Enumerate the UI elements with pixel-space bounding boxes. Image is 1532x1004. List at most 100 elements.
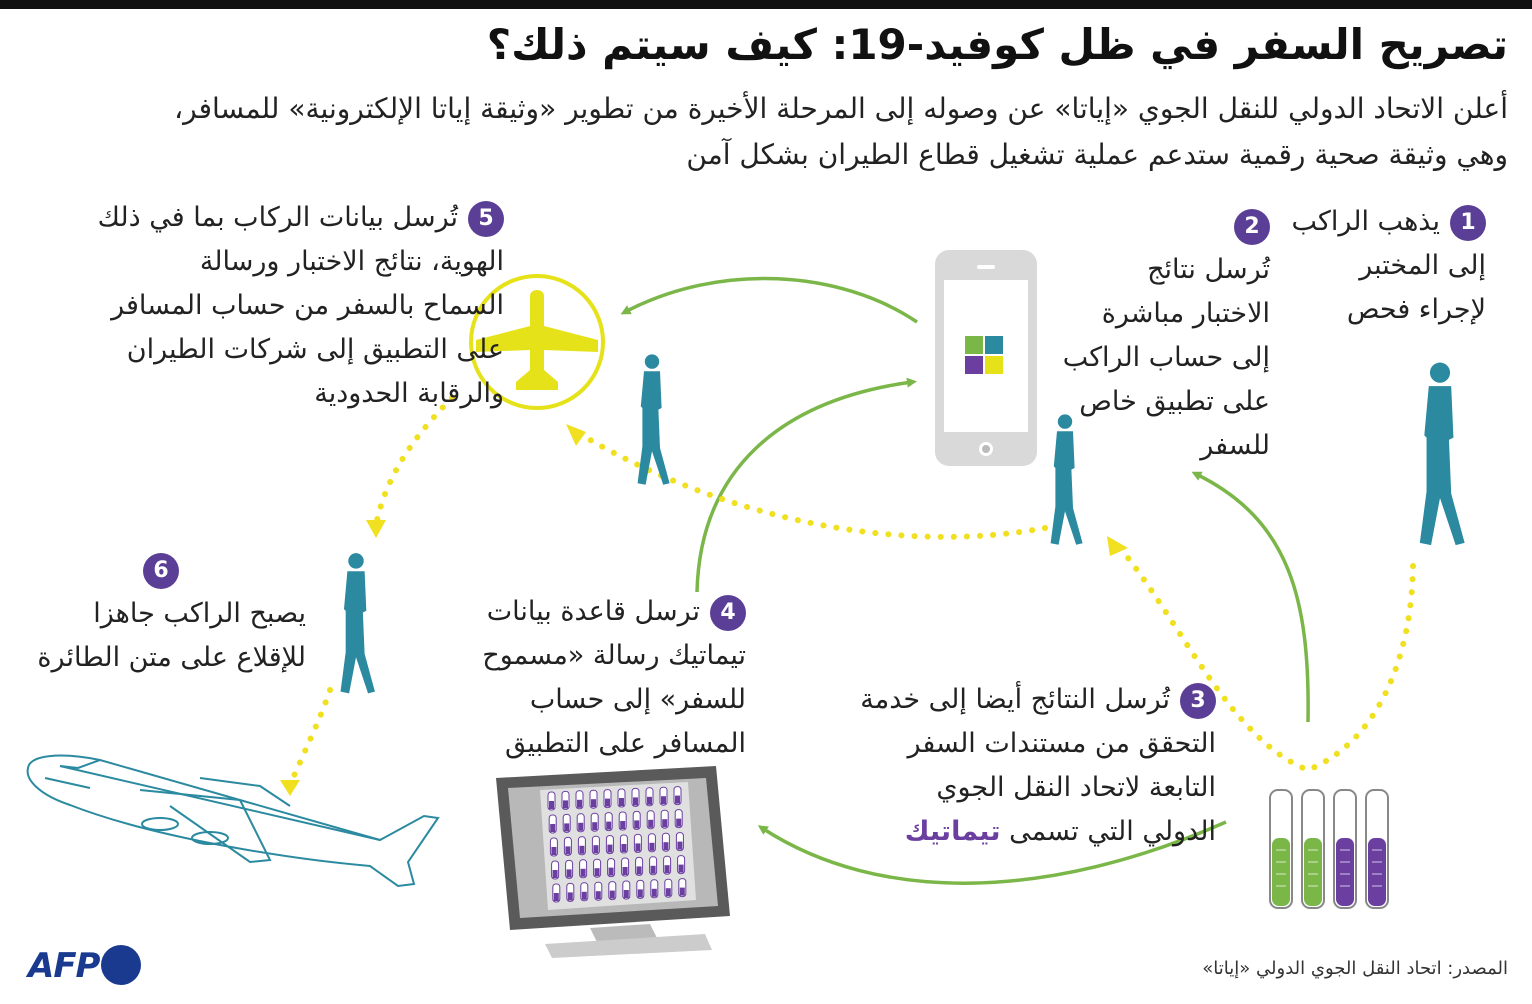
screen-tube-fill [608, 867, 614, 876]
screen-tube-fill [635, 843, 641, 852]
screen-tube-fill [661, 796, 666, 805]
person-icon [340, 553, 375, 694]
screen-tube-fill [550, 824, 556, 832]
yellow-arrowheads [280, 424, 1128, 796]
step-number-badge: 3 [1180, 682, 1216, 719]
test-tubes-icon [1269, 789, 1389, 909]
screen-tube-fill [634, 820, 640, 829]
screen-tube-fill [651, 888, 657, 897]
screen-tube-fill [636, 866, 642, 875]
step-text: على التطبيق إلى شركات الطيران [126, 334, 504, 365]
screen-tube-fill [605, 798, 610, 807]
screen-tube-fill [619, 798, 624, 806]
step-text: لإجراء فحص [1346, 294, 1486, 325]
step-text: والرقابة الحدودية [314, 378, 504, 409]
step-text: تُرسل نتائج [1147, 254, 1270, 285]
green-arrows [620, 276, 1310, 885]
step-text: إلى حساب الراكب [1062, 342, 1270, 373]
timatic-highlight: تيماتيك [904, 816, 1001, 847]
screen-tube-fill [551, 847, 557, 855]
screen-tube-fill [620, 821, 626, 829]
step-1: 1يذهب الراكب إلى المختبر لإجراء فحص [1226, 200, 1486, 332]
screen-tube-fill [577, 799, 582, 808]
screen-tube-fill [664, 865, 670, 874]
step-text: الدولي التي تسمى [1009, 816, 1216, 847]
step-text: التابعة لاتحاد النقل الجوي [936, 772, 1216, 803]
screen-tube-fill [593, 845, 599, 854]
airliner-icon [26, 754, 440, 888]
screen-tube-fill [567, 892, 573, 901]
screen-tube-fill [552, 870, 558, 878]
step-text: الهوية، نتائج الاختبار ورسالة [199, 246, 504, 277]
screen-tube-fill [549, 801, 554, 809]
intro-line: وهي وثيقة صحية رقمية ستدعم عملية تشغيل ق… [686, 138, 1508, 171]
screen-tube-fill [648, 819, 654, 828]
person-icon [637, 354, 670, 485]
step-text: إلى المختبر [1359, 250, 1486, 281]
screen-tube-fill [579, 845, 585, 854]
step-5: 5 تُرسل بيانات الركاب بما في ذلك الهوية، … [24, 196, 504, 416]
screen-tube-fill [566, 869, 572, 878]
step-number-badge: 6 [143, 552, 179, 589]
step-number-badge: 2 [1234, 208, 1270, 245]
screen-tube-fill [553, 893, 559, 901]
step-text: المسافر على التطبيق [504, 728, 746, 759]
step-text: للسفر [1200, 430, 1270, 461]
screen-tube-fill [665, 888, 671, 897]
screen-tube-fill [594, 868, 600, 877]
plane-icon [469, 274, 605, 410]
person-icon [1419, 362, 1465, 546]
screen-tube-fill [591, 799, 596, 808]
screen-tube-fill [622, 867, 628, 875]
screen-tube-fill [679, 887, 685, 896]
step-2: 2 تُرسل نتائج الاختبار مباشرة إلى حساب ا… [1010, 204, 1270, 468]
intro-text: أعلن الاتحاد الدولي للنقل الجوي «إياتا» … [68, 86, 1508, 178]
screen-tube-fill [595, 891, 601, 900]
afp-logo-dot [101, 945, 141, 985]
top-bar [0, 0, 1532, 9]
screen-tube-fill [563, 800, 568, 809]
step-number-badge: 4 [710, 594, 746, 631]
step-text: تُرسل بيانات الركاب بما في ذلك [97, 202, 458, 233]
page-title: تصريح السفر في ظل كوفيد-19: كيف سيتم ذلك… [486, 20, 1508, 69]
step-3: 3تُرسل النتائج أيضا إلى خدمة التحقق من م… [796, 678, 1216, 854]
afp-logo: AFP [28, 946, 100, 986]
step-text: تيماتيك رسالة «مسموح [482, 640, 746, 671]
step-text: تُرسل النتائج أيضا إلى خدمة [860, 684, 1170, 715]
screen-tube-fill [675, 795, 680, 804]
screen-tube-fill [633, 797, 638, 806]
screen-tube-fill [580, 868, 586, 877]
screen-tube-fill [606, 821, 612, 830]
source-note: المصدر: اتحاد النقل الجوي الدولي «إياتا» [1202, 958, 1508, 979]
step-text: ترسل قاعدة بيانات [486, 596, 700, 627]
step-number-badge: 1 [1450, 204, 1486, 241]
screen-tube-fill [581, 891, 587, 900]
screen-tube-fill [609, 890, 615, 899]
screen-tube-fill [564, 823, 570, 832]
screen-tube-fill [637, 889, 643, 898]
step-text: الاختبار مباشرة [1101, 298, 1270, 329]
screen-tube-fill [676, 818, 682, 827]
screen-tube-fill [592, 822, 598, 831]
step-text: على تطبيق خاص [1079, 386, 1270, 417]
screen-tube-fill [650, 865, 656, 874]
screen-tube-fill [678, 864, 684, 873]
app-icon [965, 336, 1003, 374]
yellow-dotted-paths [287, 395, 1416, 788]
step-6: 6 يصبح الراكب جاهزا للإقلاع على متن الطا… [16, 548, 306, 680]
phone-icon [935, 250, 1037, 466]
screen-tube-fill [677, 841, 683, 850]
screen-tube-fill [565, 846, 571, 855]
step-text: السماح بالسفر من حساب المسافر [111, 290, 504, 321]
step-text: للإقلاع على متن الطائرة [37, 642, 306, 673]
step-number-badge: 5 [468, 200, 504, 237]
monitor-icon [496, 766, 730, 958]
step-4: 4ترسل قاعدة بيانات تيماتيك رسالة «مسموح … [406, 590, 746, 766]
screen-tube-fill [647, 796, 652, 805]
screen-tube-fill [607, 844, 613, 853]
screen-tube-fill [662, 819, 668, 828]
screen-tube-fill [649, 842, 655, 851]
screen-tube-fill [621, 844, 627, 852]
screen-tube-fill [663, 842, 669, 851]
